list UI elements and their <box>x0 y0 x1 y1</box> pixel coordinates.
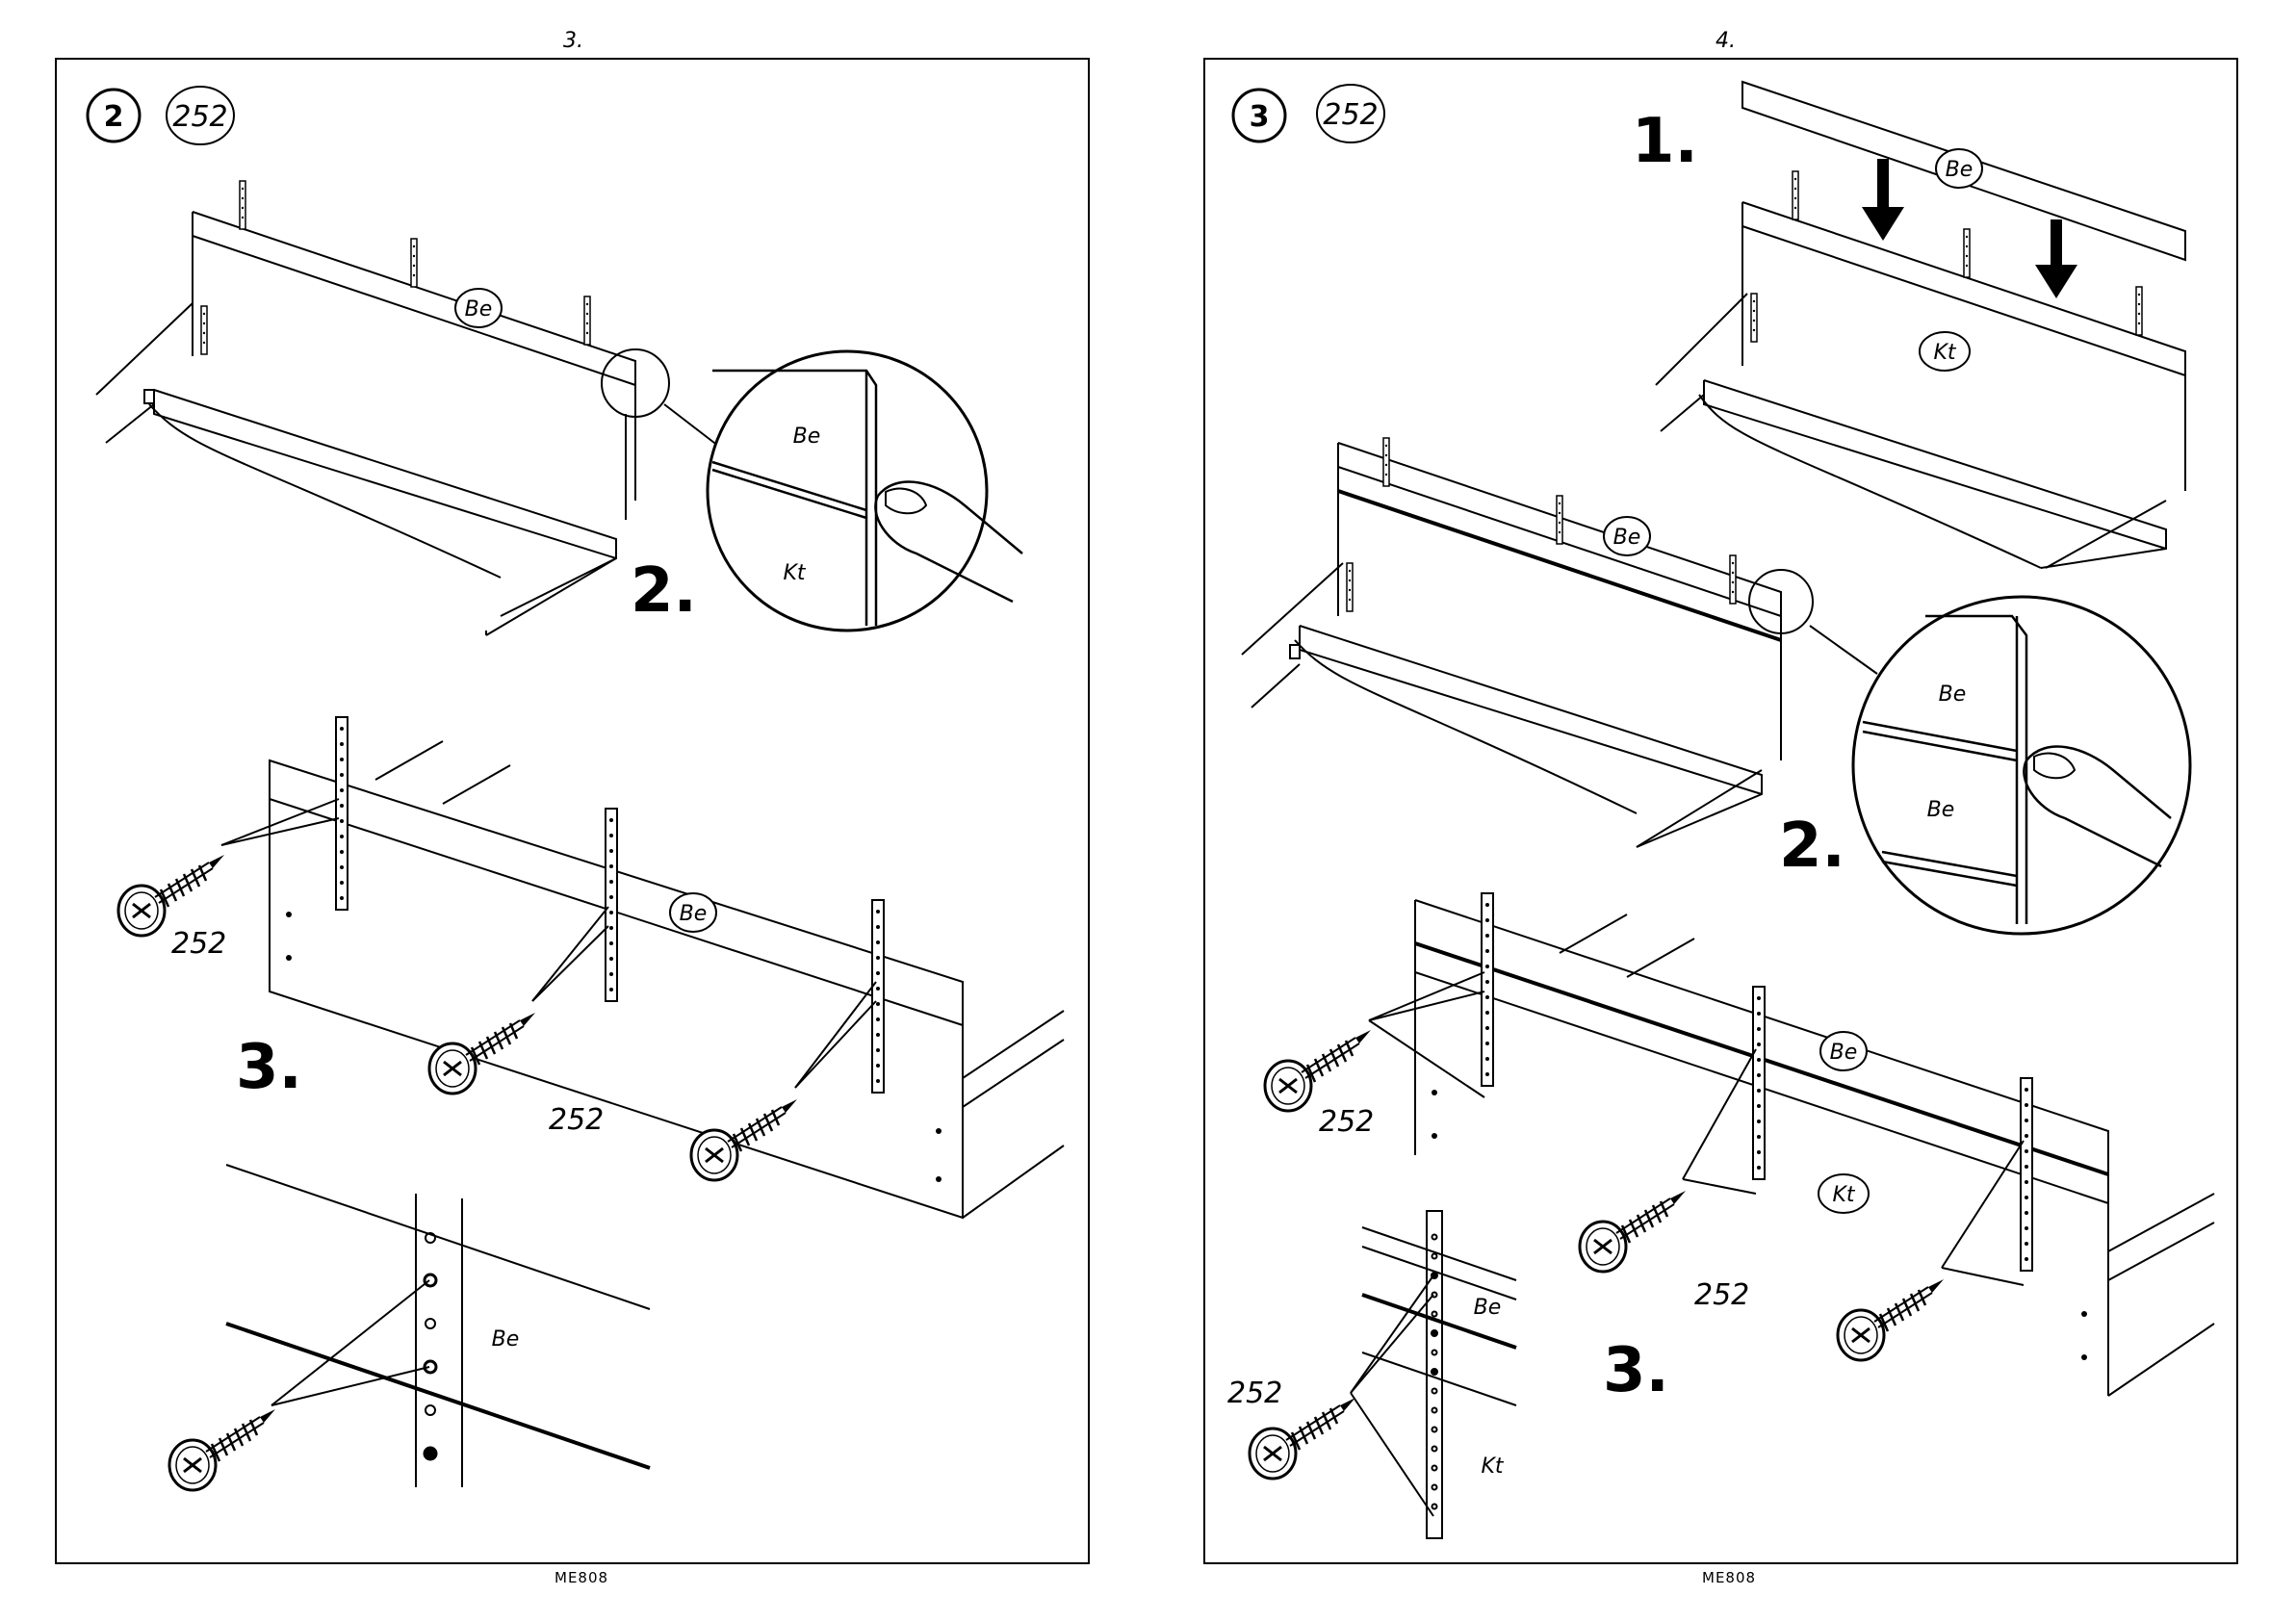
down-arrow-2 <box>2035 219 2077 298</box>
part-badge: 252 <box>172 100 227 134</box>
screw-right-2 <box>1580 1191 1686 1272</box>
part-badge-right: 252 <box>1323 98 1378 132</box>
headboard-upper-right <box>1656 202 2185 568</box>
zoom-be-label-2: Be <box>1927 798 1955 822</box>
be-label-top: Be <box>465 297 493 322</box>
be-lower-label: Be <box>1830 1041 1858 1065</box>
screw-right-1 <box>1265 1030 1371 1111</box>
screw-label-a: 252 <box>171 927 226 961</box>
detail-bracket-right <box>1362 1211 1516 1538</box>
step-badge: 2 <box>104 100 124 134</box>
headboard-panel-lower-right <box>1415 900 2214 1396</box>
headboard-middle-right <box>1242 443 1781 847</box>
substep-3-left: 3. <box>236 1032 302 1103</box>
zoom-be-label-1: Be <box>1939 682 1967 707</box>
kt-lower-label: Kt <box>1832 1183 1855 1207</box>
step-badge-right: 3 <box>1250 100 1270 134</box>
zoom-kt-label: Kt <box>783 561 806 585</box>
screw-1 <box>118 855 224 936</box>
screw-right-3 <box>1838 1279 1944 1360</box>
screw-3 <box>691 1099 797 1180</box>
detail-bracket <box>226 1165 650 1487</box>
substep-2-right: 2. <box>1779 811 1845 882</box>
screw-label-right-b: 252 <box>1694 1278 1749 1312</box>
be-label-mid: Be <box>680 902 708 926</box>
headboard-assembly <box>96 212 635 635</box>
screw-2 <box>429 1013 535 1094</box>
be-label-bottom: Be <box>492 1327 520 1352</box>
kt-top-label: Kt <box>1933 341 1956 365</box>
screw-label-right-c: 252 <box>1227 1377 1282 1410</box>
zoom-circle-right <box>1853 597 2190 934</box>
substep-2-left: 2. <box>631 555 697 627</box>
screw-label-right-a: 252 <box>1319 1105 1374 1139</box>
substep-3-right: 3. <box>1603 1335 1669 1406</box>
substep-1-right: 1. <box>1632 106 1698 177</box>
zoom-be-label: Be <box>793 425 821 449</box>
headboard-panel-middle <box>270 741 1064 1218</box>
screw-detail-left <box>169 1409 275 1490</box>
detail-be-label: Be <box>1474 1296 1502 1320</box>
screw-label-b: 252 <box>549 1103 604 1137</box>
detail-kt-label: Kt <box>1481 1455 1504 1479</box>
be-mid-label-right: Be <box>1613 526 1641 550</box>
be-rail-label: Be <box>1946 158 1974 182</box>
down-arrow-1 <box>1862 159 1904 241</box>
